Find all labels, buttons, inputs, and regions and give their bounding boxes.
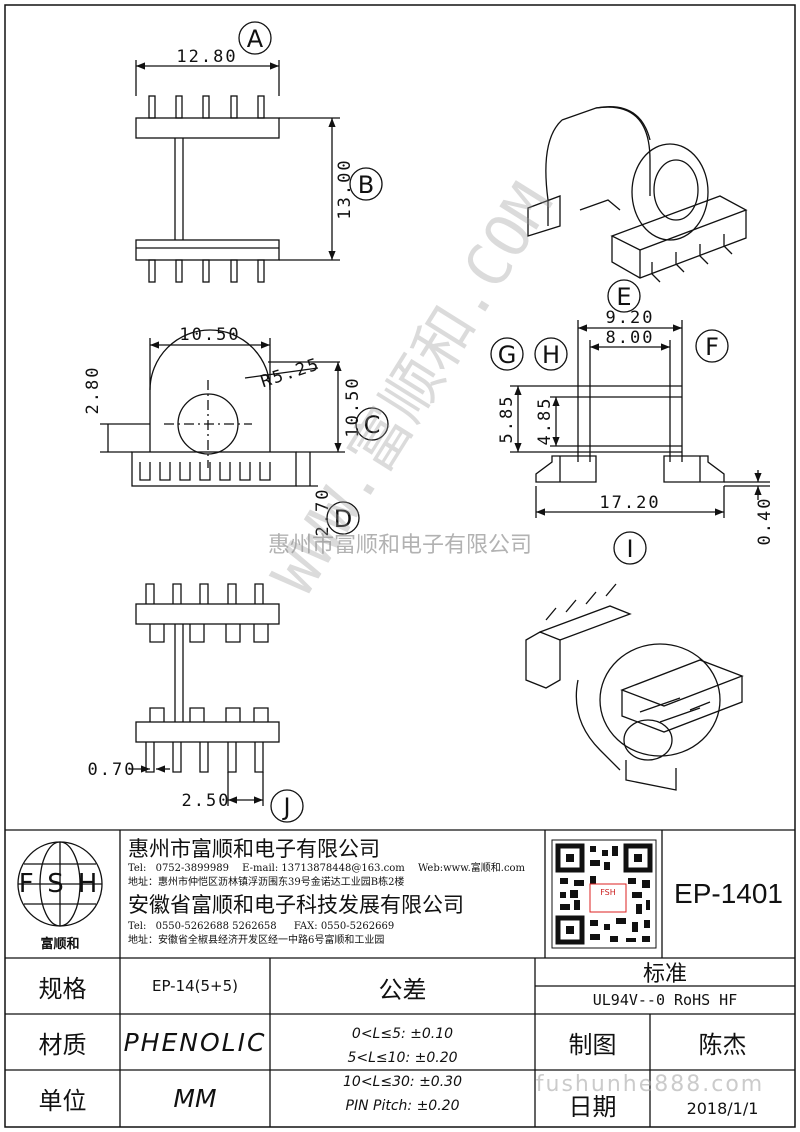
label-I: I [626, 535, 633, 563]
profile-view [510, 320, 770, 518]
iso-view-top [527, 106, 748, 283]
drawn-by-label: 制图 [568, 1030, 617, 1059]
date-label: 日期 [568, 1093, 617, 1121]
company1-tel: 0752-3899989 [155, 863, 229, 874]
logo-caption: 富顺和 [40, 936, 80, 952]
label-G: G [498, 341, 517, 369]
dim-radius: R5.25 [258, 354, 322, 392]
dim-core-height: 10.50 [343, 376, 363, 437]
front-view [135, 60, 340, 283]
part-number: EP-1401 [674, 878, 783, 909]
company1-web: Web:www.富顺和.com [417, 863, 526, 874]
sheet-border [4, 4, 796, 1128]
dim-pin-width: 0.70 [88, 760, 137, 780]
dim-pin-pitch: 2.50 [182, 791, 231, 811]
bottom-view [130, 583, 280, 806]
company2-address: 地址：安徽省全椒县经济开发区经一中路6号富顺和工业园 [128, 935, 385, 946]
company1-address: 地址：惠州市仲恺区沥林镇浮沥围东39号金诺达工业园B栋2楼 [128, 877, 405, 888]
qr-caption: FSH [600, 887, 616, 897]
qr-code [551, 839, 657, 949]
dim-depth-outer: 5.85 [497, 395, 517, 444]
label-B: B [358, 171, 374, 199]
company1-name: 惠州市富顺和电子有限公司 [128, 837, 380, 861]
tolerance-line: PIN Pitch: ±0.20 [345, 1098, 460, 1114]
iso-view-bottom [525, 583, 744, 791]
material-value: PHENOLIC [123, 1027, 267, 1057]
date-value: 2018/1/1 [686, 1099, 759, 1118]
dim-outer-width: 9.20 [606, 308, 655, 328]
side-view [100, 329, 345, 487]
tolerance-line: 0<L≤5: ±0.10 [351, 1026, 454, 1042]
company2-tel: 0550-5262688 5262658 [155, 921, 277, 932]
label-J: J [281, 793, 290, 821]
spec-label: 规格 [38, 974, 87, 1003]
tolerance-list: 0<L≤5: ±0.10 5<L≤10: ±0.20 10<L≤30: ±0.3… [270, 1022, 535, 1122]
company-info: 惠州市富顺和电子有限公司 Tel: 0752-3899989 E-mail: 1… [128, 836, 542, 956]
unit-label: 单位 [38, 1087, 87, 1115]
label-F: F [705, 333, 719, 361]
label-C: C [364, 411, 381, 439]
company1-tel-label: Tel: [128, 863, 147, 874]
company2-fax: FAX: 0550-5262669 [293, 921, 395, 932]
dim-offset-top: 2.80 [83, 366, 103, 415]
logo-letters: FSH [18, 869, 112, 899]
tolerance-line: 10<L≤30: ±0.30 [343, 1074, 462, 1090]
standard-label: 标准 [642, 962, 687, 987]
dim-width-top: 12.80 [176, 47, 237, 67]
title-block-grid [5, 829, 795, 1127]
standard-value: UL94V--0 RoHS HF [592, 991, 738, 1009]
dim-depth-inner: 4.85 [535, 397, 555, 446]
dim-pin-height: 0.40 [755, 497, 775, 546]
label-D: D [334, 505, 352, 533]
label-H: H [542, 341, 560, 369]
label-A: A [247, 25, 264, 53]
company1-email: E-mail: 13713878448@163.com [242, 863, 405, 874]
label-E: E [616, 283, 631, 311]
dim-overall-length: 17.20 [599, 493, 660, 513]
dim-inner-width: 8.00 [606, 328, 655, 348]
dim-base-height: 2.70 [313, 488, 333, 537]
logo-globe [17, 841, 103, 927]
unit-value: MM [173, 1084, 217, 1113]
dim-flange-width: 10.50 [179, 325, 240, 345]
dim-height-side: 13.00 [335, 158, 355, 219]
drawn-by-value: 陈杰 [698, 1030, 747, 1059]
tolerance-line: 5<L≤10: ±0.20 [347, 1050, 458, 1066]
spec-value: EP-14(5+5) [151, 977, 239, 995]
tolerance-label: 公差 [378, 975, 427, 1004]
material-label: 材质 [38, 1030, 87, 1059]
website-watermark: fushunhe888.com [535, 1071, 765, 1097]
company2-tel-label: Tel: [128, 921, 147, 932]
company2-name: 安徽省富顺和电子科技发展有限公司 [128, 893, 464, 917]
watermark-company: 惠州市富顺和电子有限公司 [268, 533, 532, 558]
